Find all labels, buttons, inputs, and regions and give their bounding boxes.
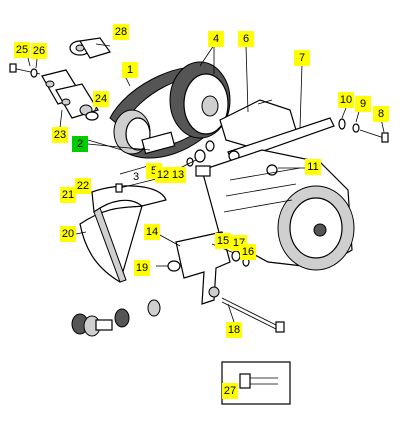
callout-23: 23: [52, 127, 68, 143]
callout-12: 12: [155, 167, 171, 183]
callout-14: 14: [144, 224, 160, 240]
spacer-washer-set: [186, 140, 215, 167]
callout-22: 22: [75, 178, 91, 194]
o-ring-part: [85, 111, 99, 121]
callout-25: 25: [14, 42, 30, 58]
callout-21: 21: [60, 187, 76, 203]
nut-part: [167, 260, 181, 272]
callout-1: 1: [122, 62, 138, 78]
callout-2: 2: [72, 136, 88, 152]
grommet-set: [71, 299, 161, 337]
callout-9: 9: [355, 96, 371, 112]
adjuster-bolt-set: [338, 118, 389, 143]
callout-4: 4: [208, 31, 224, 47]
callout-28: 28: [113, 24, 129, 40]
label-3: 3: [133, 171, 140, 183]
callout-19: 19: [134, 260, 150, 276]
callout-6: 6: [238, 31, 254, 47]
callout-8: 8: [373, 106, 389, 122]
callout-26: 26: [31, 43, 47, 59]
callout-11: 11: [305, 159, 321, 175]
spacer-bush-part: [69, 37, 111, 59]
bolt-washer-set: [9, 63, 41, 78]
small-pulley-part: [113, 109, 176, 155]
callout-18: 18: [226, 322, 242, 338]
callout-7: 7: [294, 50, 310, 66]
mounting-plate-part: [41, 69, 99, 119]
callout-15: 15: [215, 233, 231, 249]
guard-bolt-set: [115, 177, 161, 193]
callout-13: 13: [170, 167, 186, 183]
callout-16: 16: [240, 244, 256, 260]
callout-20: 20: [60, 226, 76, 242]
callout-24: 24: [93, 91, 109, 107]
long-bolt-part: [221, 297, 285, 333]
bracket-bolt-set: [211, 243, 250, 267]
large-pulley-part: [169, 61, 231, 139]
callout-10: 10: [338, 92, 354, 108]
callout-27: 27: [222, 383, 238, 399]
belt-guard-part: [79, 185, 167, 283]
